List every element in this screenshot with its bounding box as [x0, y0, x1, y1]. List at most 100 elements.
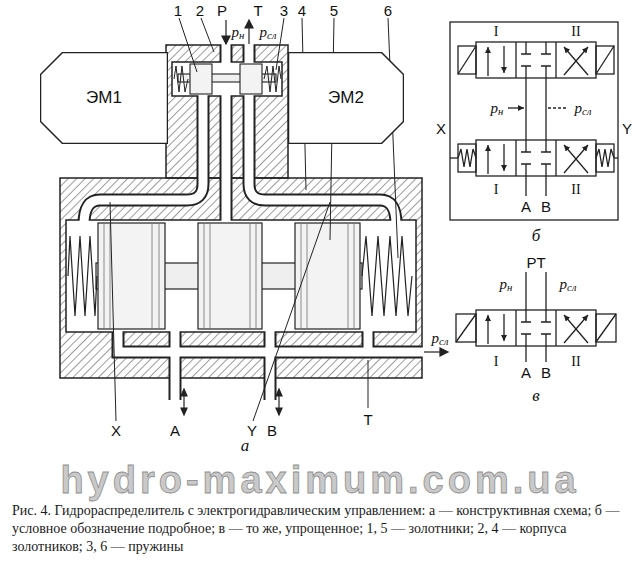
leader-line — [388, 18, 398, 258]
flow-arrow — [181, 408, 187, 415]
valve-bore — [172, 62, 282, 96]
magnet-name: ЭМ1 — [86, 88, 122, 108]
callout-number: 1 — [174, 2, 182, 19]
flow-arrow — [440, 348, 448, 356]
pilot-spring — [174, 66, 188, 92]
valve-symbol-simplified — [456, 272, 616, 362]
port-label: P — [217, 2, 227, 19]
flow-arrow — [181, 20, 448, 415]
port-label: A — [170, 422, 180, 439]
position-label: I — [494, 182, 499, 198]
valve-symbol-detailed — [596, 144, 614, 172]
valve-symbol-detailed — [450, 157, 458, 158]
valve-symbol-detailed — [476, 140, 596, 176]
valve-symbol-detailed — [564, 47, 588, 75]
pressure-label: pсл — [432, 330, 449, 347]
valve-symbol-simplified — [545, 346, 546, 362]
valve-symbol-simplified — [555, 310, 556, 346]
valve-symbol-detailed — [555, 140, 556, 176]
flow-arrow — [248, 26, 249, 44]
position-label: I — [494, 24, 499, 40]
flow-arrow — [245, 20, 253, 28]
pressure-label: pсл — [260, 24, 277, 41]
valve-symbol-detailed — [545, 78, 546, 140]
main-spool — [250, 224, 251, 328]
main-spool — [104, 224, 105, 328]
valve-symbol-detailed — [596, 149, 614, 167]
main-spool — [256, 224, 257, 328]
flow-arrow — [222, 36, 230, 44]
watermark: hydro-maximum.com.ua — [60, 459, 579, 502]
valve-symbol-simplified — [456, 314, 476, 342]
position-label: II — [571, 354, 580, 370]
valve-symbol-detailed — [596, 46, 614, 74]
valve-symbol-detailed — [564, 145, 588, 173]
main-spool — [110, 224, 111, 328]
pilot-spring — [174, 66, 281, 92]
pressure-label: pн — [500, 276, 513, 293]
oil-channel — [364, 328, 373, 352]
figure-caption: Рис. 4. Гидрораспределитель с электрогид… — [12, 502, 628, 557]
magnet-outline — [41, 53, 168, 144]
valve-symbol-detailed — [521, 42, 551, 78]
magnet-outline — [289, 53, 404, 144]
valve-symbol-simplified — [487, 315, 488, 344]
port-label: Y — [247, 422, 257, 439]
main-spool — [204, 224, 205, 328]
valve-symbol-detailed — [564, 145, 588, 173]
spring — [68, 236, 412, 316]
electromagnet: ЭМ2 — [288, 52, 404, 144]
valve-symbol-simplified — [564, 315, 588, 343]
valve-symbol-detailed — [555, 42, 556, 78]
port-label: T — [253, 2, 262, 19]
spring — [68, 236, 97, 316]
pressure-label: pн — [491, 100, 504, 117]
valve-symbol-detailed — [487, 145, 488, 174]
main-spool — [307, 224, 308, 328]
port-label: A — [521, 364, 531, 381]
callout-number: 5 — [330, 2, 338, 19]
leader-line — [253, 202, 330, 421]
valve-symbol-detailed — [614, 157, 618, 158]
oil-channel — [171, 328, 180, 402]
main-spool — [159, 224, 160, 328]
valve-symbol-detailed — [450, 22, 618, 220]
main-spool — [348, 224, 349, 328]
valve-symbol-simplified — [525, 272, 526, 310]
valve-symbol-simplified — [545, 272, 546, 310]
position-label: II — [571, 24, 580, 40]
main-spool — [96, 223, 362, 329]
oil-channel — [222, 43, 231, 64]
valve-symbol-simplified — [596, 314, 616, 342]
valve-symbol-simplified — [525, 346, 526, 362]
node-content: ЭМ1 — [40, 52, 168, 144]
valve-symbol-detailed — [515, 42, 516, 78]
leader-line — [368, 360, 369, 408]
leader-line — [201, 18, 214, 52]
pressure-label: pн — [232, 24, 245, 41]
port-label: PT — [526, 254, 545, 271]
valve-symbol-detailed — [458, 46, 476, 74]
oil-channel — [245, 43, 254, 64]
pilot-spool — [190, 64, 212, 94]
leader-line — [110, 202, 116, 421]
spring — [362, 236, 412, 316]
port-label: T — [363, 411, 372, 428]
valve-symbol-detailed — [450, 22, 618, 220]
figure-letter: а — [241, 436, 250, 456]
valve-symbol-detailed — [458, 144, 476, 172]
flow-arrow — [424, 351, 442, 352]
flow-arrow — [276, 389, 282, 396]
valve-bore — [66, 62, 416, 332]
valve-bore — [66, 220, 416, 332]
pilot-spool — [240, 64, 262, 94]
valve-symbol-simplified — [456, 314, 476, 342]
valve-symbol-simplified — [521, 310, 551, 346]
pilot-spring — [264, 66, 281, 92]
main-spool — [354, 224, 355, 328]
port-label: X — [436, 120, 446, 137]
pressure-label: pсл — [575, 100, 592, 117]
pilot-spool — [178, 64, 276, 94]
pressure-label: pсл — [560, 276, 577, 293]
valve-symbol-detailed — [458, 46, 476, 74]
